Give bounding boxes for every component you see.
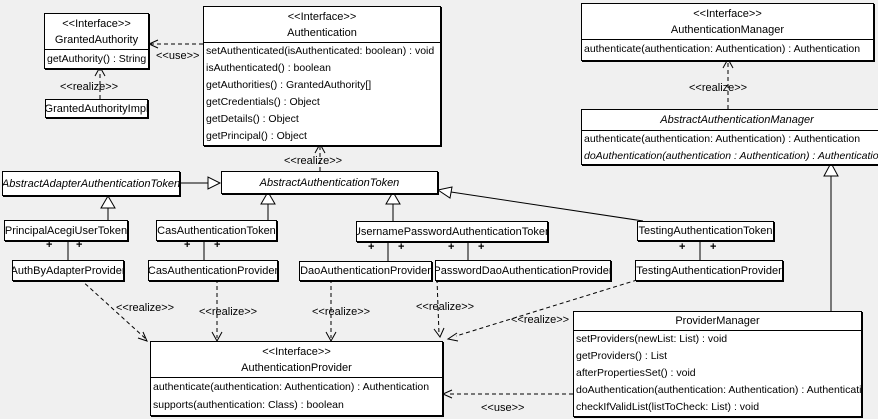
generalization-testing-token-to-abstract-token xyxy=(436,186,644,222)
association-plus-label: + xyxy=(184,239,191,251)
realize-label: <<realize>> xyxy=(60,81,119,93)
class-name: GrantedAuthority xyxy=(54,34,139,46)
class-header: ProviderManager xyxy=(574,312,861,331)
class-password-dao-authentication-provider: PasswordDaoAuthenticationProvider xyxy=(435,260,611,281)
use-dependency-provider-manager-to-authentication-provider xyxy=(441,389,573,399)
association-plus-label: + xyxy=(710,241,717,253)
realize-label: <<realize>> xyxy=(199,306,258,318)
method: getAuthorities() : GrantedAuthority[] xyxy=(206,79,372,91)
class-name: TestingAuthenticationProvider xyxy=(636,264,782,277)
association-plus-label: + xyxy=(214,239,221,251)
method: getAuthority() : String xyxy=(47,53,147,65)
class-testing-authentication-provider: TestingAuthenticationProvider xyxy=(635,260,783,281)
method: getDetails() : Object xyxy=(206,113,299,125)
class-name: AbstractAdapterAuthenticationToken xyxy=(2,177,180,190)
class-provider-manager: ProviderManager setProviders(newList: Li… xyxy=(573,311,862,417)
method: setAuthenticated(isAuthenticated: boolea… xyxy=(206,45,435,57)
class-authentication-provider: <<Interface>> AuthenticationProvider aut… xyxy=(150,341,443,416)
class-name: CasAuthenticationProvider xyxy=(148,264,278,277)
class-name: AuthenticationProvider xyxy=(241,362,352,374)
realization-authbyadapter-provider-to-authentication-provider xyxy=(79,278,148,342)
class-name: ProviderManager xyxy=(675,315,760,327)
association-plus-label: + xyxy=(478,241,485,253)
method: checkIfValidList(listToCheck: List) : vo… xyxy=(576,401,760,413)
class-abstract-authentication-manager: AbstractAuthenticationManager authentica… xyxy=(581,109,878,165)
class-name: CasAuthenticationToken xyxy=(157,224,276,237)
association-plus-label: + xyxy=(76,239,83,251)
use-label: <<use>> xyxy=(481,402,525,414)
use-dependency-authentication-to-grantedauthority xyxy=(147,39,203,49)
class-granted-authority-impl: GrantedAuthorityImpl xyxy=(45,99,148,118)
class-name: AuthenticationManager xyxy=(670,24,785,36)
method: authenticate(authentication: Authenticat… xyxy=(584,133,861,145)
stereotype: <<Interface>> xyxy=(262,346,331,358)
class-granted-authority: <<Interface>> GrantedAuthority getAuthor… xyxy=(44,13,149,69)
method: supports(authentication: Class) : boolea… xyxy=(153,399,344,411)
class-cas-authentication-token: CasAuthenticationToken xyxy=(156,220,277,241)
association-plus-label: + xyxy=(46,239,53,251)
realization-testing-provider-to-authentication-provider xyxy=(446,279,638,342)
class-name: DaoAuthenticationProvider xyxy=(300,265,431,277)
class-name: GrantedAuthorityImpl xyxy=(45,102,148,115)
method: authenticate(authentication: Authenticat… xyxy=(153,381,430,393)
realization-passworddao-provider-to-authentication-provider xyxy=(433,278,445,338)
class-header: <<Interface>> AuthenticationProvider xyxy=(151,342,442,378)
method: afterPropertiesSet() : void xyxy=(576,367,696,379)
class-name: Authentication xyxy=(287,27,357,39)
class-header: AbstractAuthenticationManager xyxy=(582,110,878,131)
class-name: PasswordDaoAuthenticationProvider xyxy=(435,264,611,277)
association-plus-label: + xyxy=(679,241,686,253)
class-name: UsernamePasswordAuthenticationToken xyxy=(356,225,548,238)
generalization-usernamepassword-token-to-abstract-token xyxy=(385,191,401,221)
association-plus-label: + xyxy=(448,241,455,253)
realize-label: <<realize>> xyxy=(689,82,748,94)
method: getProviders() : List xyxy=(576,350,668,362)
method: authenticate(authentication: Authenticat… xyxy=(584,43,861,55)
method: getCredentials() : Object xyxy=(206,96,320,108)
class-name: AbstractAuthenticationManager xyxy=(660,114,814,126)
method: setProviders(newList: List) : void xyxy=(576,333,728,345)
generalization-provider-manager-to-abstract-authentication-manager xyxy=(823,161,839,311)
generalization-adapter-token-to-abstract-token xyxy=(179,176,222,190)
method: doAuthentication(authentication : Authen… xyxy=(584,150,878,162)
class-principal-acegi-user-token: PrincipalAcegiUserToken xyxy=(4,220,128,241)
class-authentication-manager: <<Interface>> AuthenticationManager auth… xyxy=(581,3,874,61)
method: doAuthentication(authentication: Authent… xyxy=(576,384,861,396)
realize-label: <<realize>> xyxy=(416,301,475,313)
method: isAuthenticated() : boolean xyxy=(206,62,331,74)
class-authentication: <<Interface>> Authentication setAuthenti… xyxy=(203,6,441,146)
class-abstract-authentication-token: AbstractAuthenticationToken xyxy=(221,171,438,194)
method: getPrincipal() : Object xyxy=(206,130,307,142)
class-testing-authentication-token: TestingAuthenticationToken xyxy=(637,221,774,241)
class-dao-authentication-provider: DaoAuthenticationProvider xyxy=(299,261,432,281)
stereotype: <<Interface>> xyxy=(62,18,131,30)
realize-label: <<realize>> xyxy=(312,306,371,318)
stereotype: <<Interface>> xyxy=(693,8,762,20)
class-abstract-adapter-authentication-token: AbstractAdapterAuthenticationToken xyxy=(2,171,180,196)
realize-label: <<realize>> xyxy=(284,155,343,167)
class-name: PrincipalAcegiUserToken xyxy=(4,224,128,237)
class-header: <<Interface>> AuthenticationManager xyxy=(582,4,873,40)
realize-label: <<realize>> xyxy=(116,302,175,314)
generalization-cas-token-to-abstract-token xyxy=(260,191,276,220)
association-plus-label: + xyxy=(368,241,375,253)
use-label: <<use>> xyxy=(156,50,200,62)
class-header: <<Interface>> GrantedAuthority xyxy=(45,14,148,50)
stereotype: <<Interface>> xyxy=(287,11,357,23)
class-name: AbstractAuthenticationToken xyxy=(259,176,400,189)
class-header: <<Interface>> Authentication xyxy=(204,7,440,43)
class-username-password-authentication-token: UsernamePasswordAuthenticationToken xyxy=(356,221,548,242)
association-plus-label: + xyxy=(398,241,405,253)
class-name: TestingAuthenticationToken xyxy=(638,225,773,237)
class-name: AuthByAdapterProvider xyxy=(12,264,124,277)
realize-label: <<realize>> xyxy=(511,314,570,326)
class-auth-by-adapter-provider: AuthByAdapterProvider xyxy=(12,260,124,281)
class-cas-authentication-provider: CasAuthenticationProvider xyxy=(148,260,278,281)
generalization-principal-token-to-adapter-token xyxy=(100,195,116,220)
